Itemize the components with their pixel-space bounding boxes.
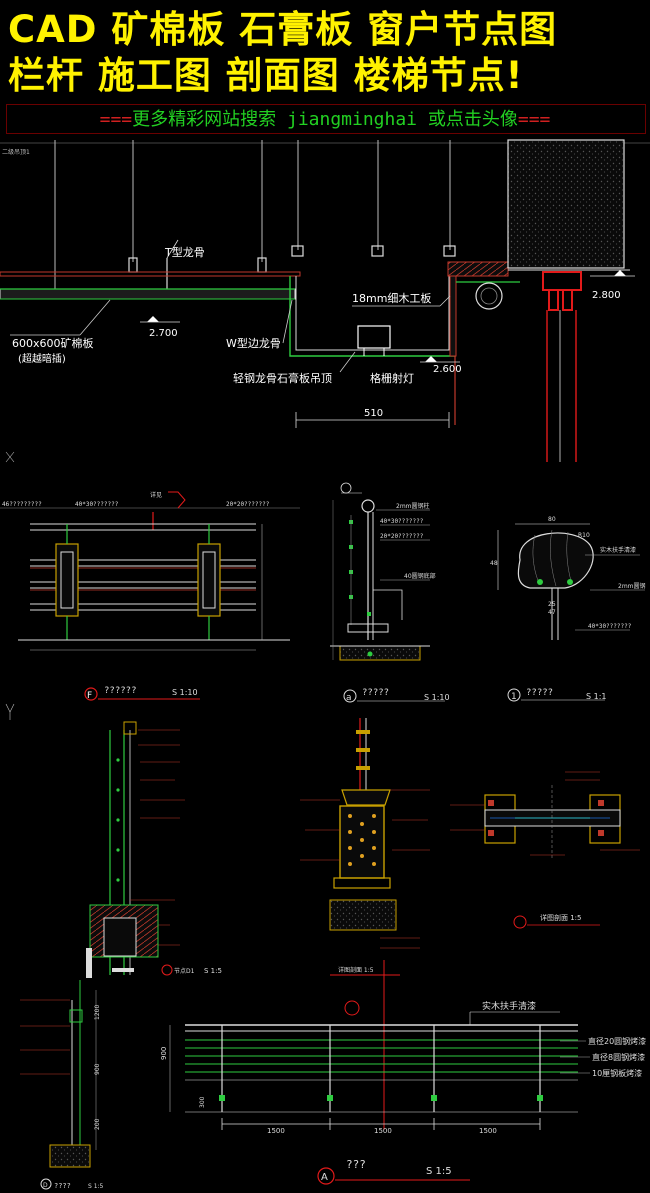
handrail-label: 1 (511, 692, 517, 702)
railing-big-note-2: 直径8圆钢烤漆 (592, 1052, 645, 1062)
railing-f-break-mark: 详见 (150, 491, 162, 499)
handrail-note-3: 40*30??????? (588, 623, 632, 630)
section-d-title: ???? (54, 1182, 71, 1190)
railing-big-dim-1: 1500 (267, 1127, 285, 1135)
joint-section-detail: 详图剖面 1:5 (450, 771, 640, 929)
headline-line-2: 栏杆 施工图 剖面图 楼梯节点! (8, 54, 524, 97)
gypsum-ceiling-label: 轻钢龙骨石膏板吊顶 (233, 371, 332, 385)
cad-drawing-sheet: 二级吊顶1 T型龙骨 (0, 139, 650, 1190)
section-d-scale-2: S 1:5 (204, 967, 222, 975)
railing-a-scale: S 1:10 (424, 693, 450, 702)
railing-f-label: F (87, 691, 92, 701)
railing-f-note-left: 46????????? (2, 501, 42, 508)
headline-line-1: CAD 矿棉板 石膏板 窗户节点图 (8, 8, 558, 51)
railing-big-title: ??? (346, 1158, 366, 1171)
section-d-scale: S 1:5 (88, 1183, 104, 1190)
handrail-title: ????? (526, 688, 553, 698)
elevation-left: 2.700 (149, 328, 178, 339)
handrail-dim-height: 48 (490, 560, 498, 567)
headline-banner: CAD 矿棉板 石膏板 窗户节点图 栏杆 施工图 剖面图 楼梯节点! ===更多… (0, 0, 650, 138)
section-d-label: D (43, 1182, 48, 1189)
railing-a-note-4: 40圆钢底部 (404, 572, 436, 580)
promo-dashes-right: === (517, 109, 551, 130)
railing-f-scale: S 1:10 (172, 688, 198, 697)
railing-big-height: 900 (160, 1047, 168, 1060)
railing-f-elevation: 46????????? 40*30??????? 20*20??????? 详见… (0, 451, 300, 701)
railing-big-note-top: 实木扶手清漆 (482, 1000, 536, 1012)
handrail-note-1: 实木扶手清漆 (600, 546, 636, 554)
railing-big-scale: S 1:5 (426, 1166, 452, 1177)
railing-a-elevation: 实木扶手清漆 直径20圆钢烤漆 直径8圆钢烤漆 10厘钢板烤漆 900 300 … (160, 1000, 646, 1185)
section-d-note-mark: 节点D1 (174, 967, 195, 975)
promo-frame (6, 104, 646, 134)
railing-a-note-1: 2mm圆钢柱 (396, 502, 430, 510)
railing-f-title: ?????? (104, 686, 137, 696)
handrail-note-2: 2mm圆钢 (618, 582, 646, 590)
handrail-scale: S 1:1 (586, 692, 607, 701)
railing-big-note-1: 直径20圆钢烤漆 (588, 1036, 646, 1046)
railing-big-dim-2: 1500 (374, 1127, 392, 1135)
railing-f-note-top: 40*30??????? (75, 501, 119, 508)
handrail-dim-width: 80 (548, 516, 556, 523)
mineral-board-label: 600x600矿棉板 (12, 336, 94, 350)
post-detail-title: 详图剖面 1:5 (338, 966, 374, 974)
handrail-dim-small-2: 47 (548, 609, 556, 616)
promo-line: ===更多精彩网站搜索 jiangminghai 或点击头像=== (0, 107, 650, 133)
corner-note: 二级吊顶1 (2, 148, 30, 156)
section-d-dim-1: 1200 (94, 1005, 101, 1020)
mineral-board-note: (超越暗插) (18, 352, 66, 365)
railing-a-section: 2mm圆钢柱 40*30??????? 20*20??????? 40圆钢底部 … (330, 482, 450, 703)
promo-dashes-left: === (99, 109, 133, 130)
railing-a-note-3: 20*20??????? (380, 533, 424, 540)
dim-width: 510 (364, 408, 383, 419)
railing-a-title: ????? (362, 688, 389, 698)
section-d-staircase: 1200 900 200 节点D1 S 1:5 D ???? S 1:5 (5, 703, 222, 1190)
ceiling-section: 二级吊顶1 T型龙骨 (0, 139, 650, 462)
railing-a-note-2: 40*30??????? (380, 518, 424, 525)
elevation-mid: 2.600 (433, 364, 462, 375)
handrail-dim-small: 25 (548, 601, 556, 608)
promo-text: 更多精彩网站搜索 jiangminghai 或点击头像 (132, 109, 518, 130)
elevation-right: 2.800 (592, 290, 621, 301)
section-d-dim-2: 900 (94, 1063, 101, 1075)
section-d-dim-3: 200 (94, 1118, 101, 1130)
wood-board-label: 18mm细木工板 (352, 291, 431, 305)
handrail-profile-1: 80 48 R10 25 47 实木扶手清漆 2mm圆钢 40*30??????… (490, 516, 646, 702)
t-keel-label: T型龙骨 (164, 245, 205, 259)
railing-big-label: A (321, 1172, 328, 1183)
post-section-detail: 详图剖面 1:5 (300, 718, 430, 1130)
railing-big-bottom: 300 (199, 1096, 206, 1108)
railing-a-label: a (346, 693, 352, 703)
railing-big-dim-3: 1500 (479, 1127, 497, 1135)
joint-detail-title: 详图剖面 1:5 (540, 913, 582, 922)
railing-big-note-3: 10厘钢板烤漆 (592, 1068, 642, 1078)
w-keel-label: W型边龙骨 (226, 336, 281, 350)
railing-f-note-top-right: 20*20??????? (226, 501, 270, 508)
grille-light-label: 格栅射灯 (370, 371, 414, 385)
handrail-dim-r: R10 (578, 532, 590, 539)
